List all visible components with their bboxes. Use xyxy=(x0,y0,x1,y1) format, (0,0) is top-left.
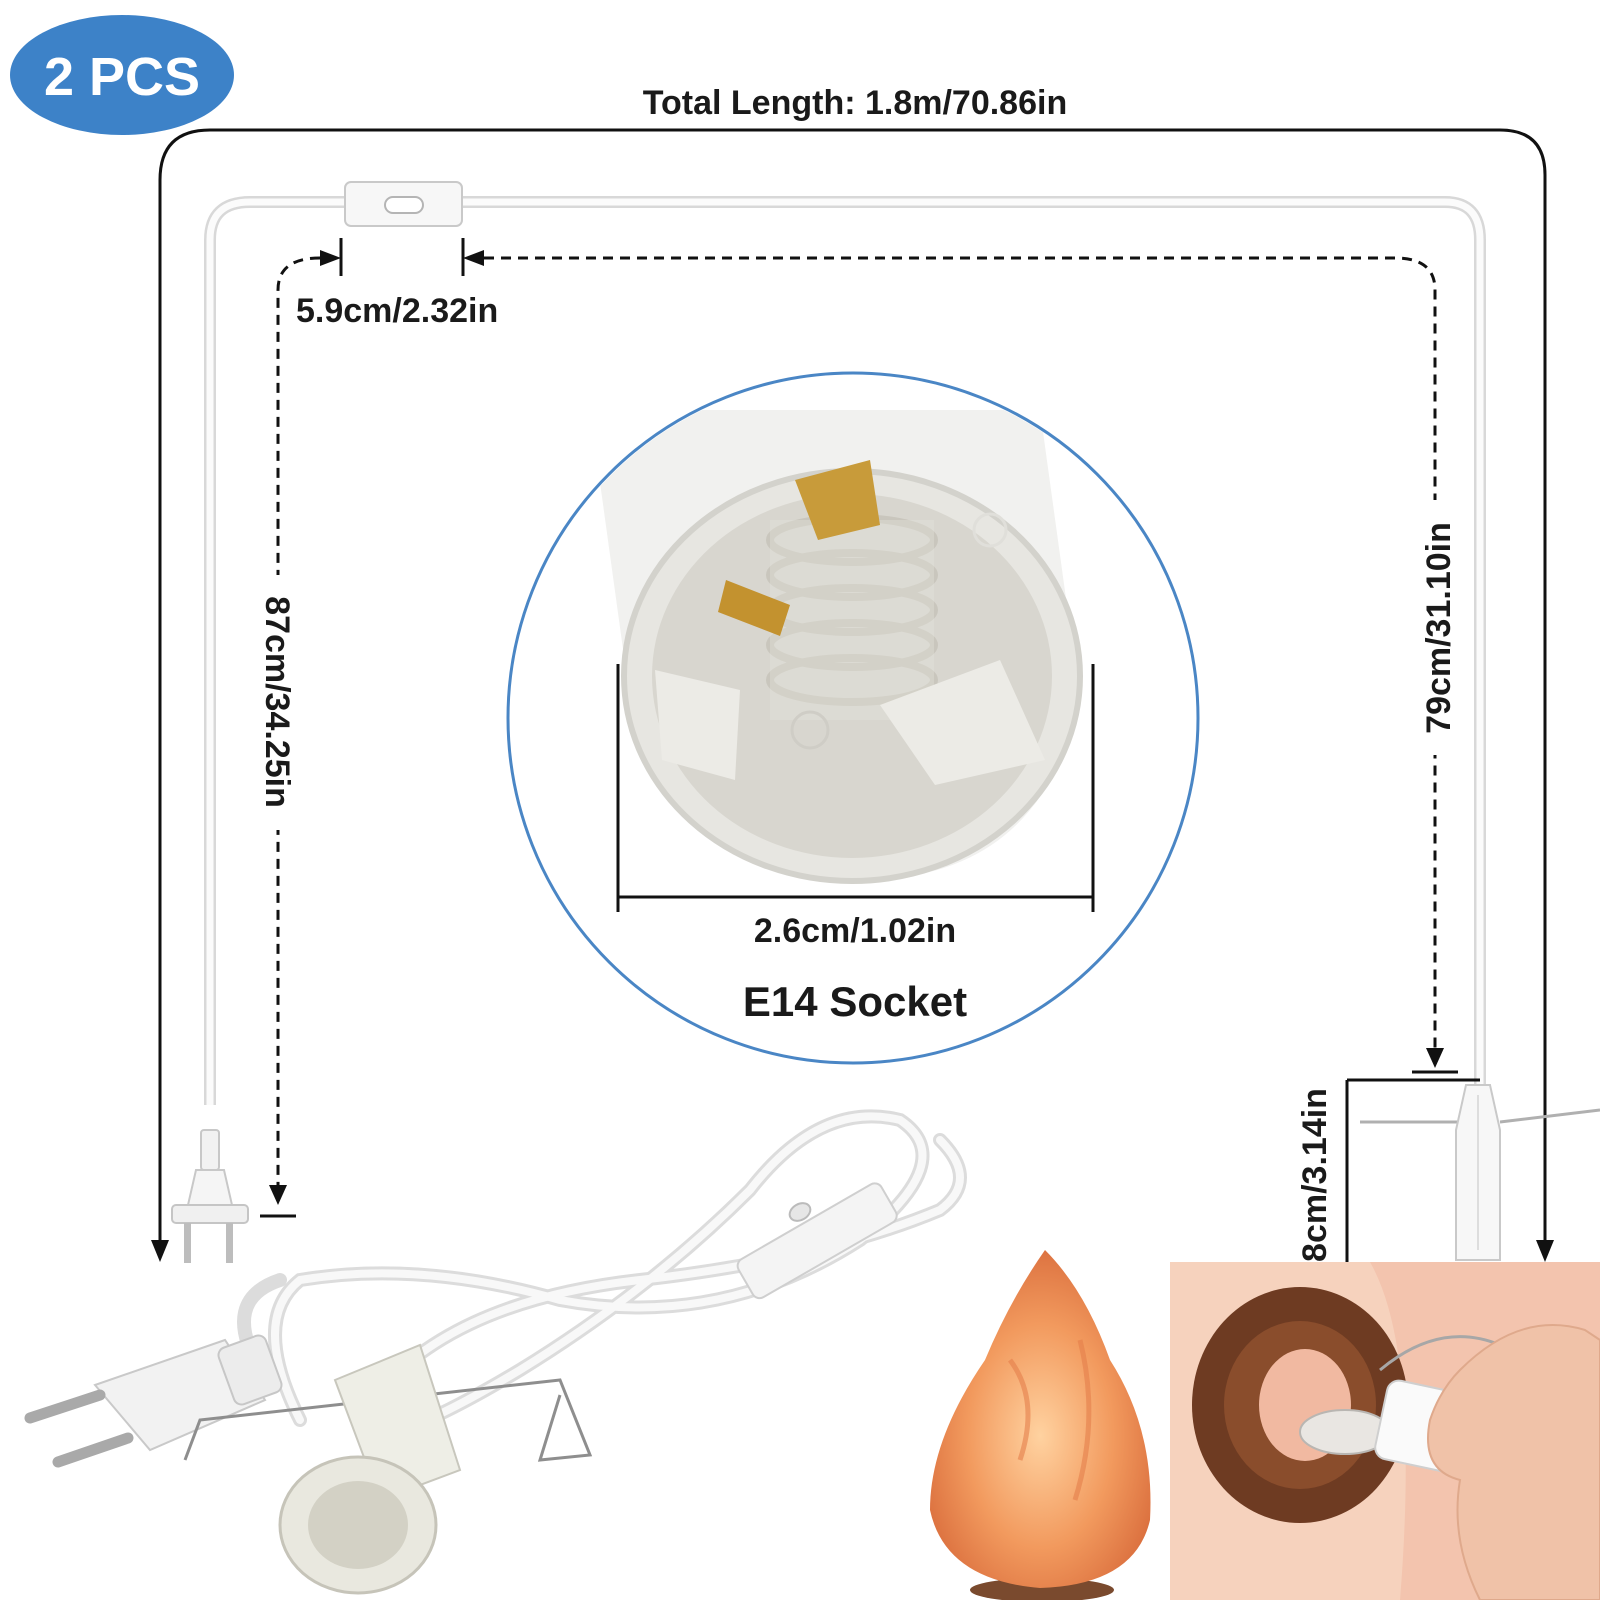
lamp-holder-icon xyxy=(1360,1084,1600,1261)
right-segment-label: 79cm/31.10in xyxy=(1420,522,1458,734)
cord-product-photo xyxy=(24,1109,967,1595)
quantity-badge: 2 PCS xyxy=(10,15,234,135)
holder-height-label: 8cm/3.14in xyxy=(1296,1088,1334,1262)
total-length-bracket xyxy=(151,128,1554,1262)
photo-lamp-holder xyxy=(278,1343,462,1595)
socket-diameter-dimension xyxy=(616,664,1095,912)
total-length-label: Total Length: 1.8m/70.86in xyxy=(643,84,1067,122)
inline-switch xyxy=(344,181,463,227)
badge-label: 2 PCS xyxy=(44,47,200,107)
photo-plug xyxy=(24,1334,283,1468)
switch-offset-label: 5.9cm/2.32in xyxy=(296,292,498,330)
right-label-mask xyxy=(1420,500,1458,755)
right-segment-dimension xyxy=(484,256,1458,1074)
left-segment-label: 87cm/34.25in xyxy=(258,596,296,808)
socket-diameter-label: 2.6cm/1.02in xyxy=(754,912,956,950)
socket-caption: E14 Socket xyxy=(743,978,967,1025)
brass-contacts xyxy=(718,460,880,636)
badge-ellipse xyxy=(10,15,234,135)
plug-icon xyxy=(171,1129,249,1263)
left-segment-dimension xyxy=(260,256,321,1218)
installation-photo xyxy=(1170,1262,1600,1600)
salt-lamp-photo xyxy=(930,1250,1151,1600)
cable-diagram xyxy=(204,196,1486,1105)
left-label-mask xyxy=(258,575,298,830)
switch-offset-dimension xyxy=(320,238,484,276)
socket-closeup xyxy=(506,371,1200,1065)
hand xyxy=(1427,1324,1600,1600)
